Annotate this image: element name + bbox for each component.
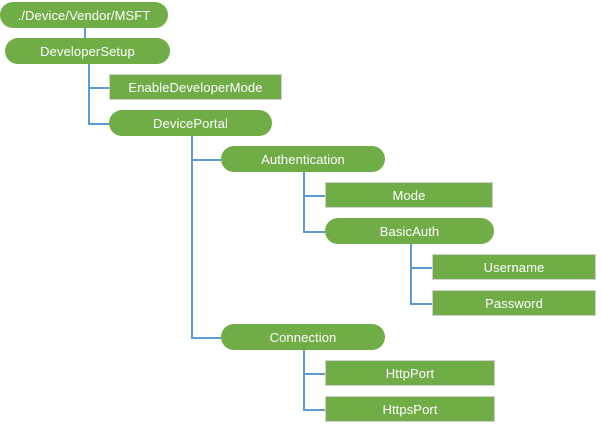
tree-node-label: BasicAuth xyxy=(379,223,440,239)
tree-node-httpport[interactable]: HttpPort xyxy=(325,360,495,386)
tree-node-label: Authentication xyxy=(261,151,345,167)
tree-node-root[interactable]: ./Device/Vendor/MSFT xyxy=(0,2,168,28)
tree-node-label: Connection xyxy=(269,329,337,345)
tree-node-deviceportal[interactable]: DevicePortal xyxy=(109,110,272,136)
connector-v-connection-to-httpsport xyxy=(303,350,305,409)
tree-node-label: ./Device/Vendor/MSFT xyxy=(17,7,151,23)
tree-node-basicauth[interactable]: BasicAuth xyxy=(325,218,494,244)
connector-v-basicauth-to-password xyxy=(410,244,412,303)
connector-h-deviceportal-to-authentication xyxy=(191,159,221,161)
tree-node-label: HttpPort xyxy=(385,365,435,381)
connector-h-connection-to-httpsport xyxy=(303,409,325,411)
tree-node-developersetup[interactable]: DeveloperSetup xyxy=(5,38,170,64)
connector-h-authentication-to-basicauth xyxy=(303,231,325,233)
tree-node-enabledevelopermode[interactable]: EnableDeveloperMode xyxy=(109,74,282,100)
tree-node-httpsport[interactable]: HttpsPort xyxy=(325,396,495,422)
connector-v-developersetup-to-deviceportal xyxy=(88,64,90,123)
connector-h-developersetup-to-deviceportal xyxy=(88,123,109,125)
tree-node-username[interactable]: Username xyxy=(432,254,596,280)
tree-node-label: HttpsPort xyxy=(382,401,438,417)
tree-node-label: Username xyxy=(483,259,545,275)
tree-node-label: DeveloperSetup xyxy=(40,43,135,59)
connector-h-deviceportal-to-connection xyxy=(191,337,221,339)
connector-h-basicauth-to-password xyxy=(410,303,432,305)
connector-h-connection-to-httpport xyxy=(303,373,325,375)
tree-node-label: Mode xyxy=(392,187,426,203)
connector-h-basicauth-to-username xyxy=(410,267,432,269)
connector-v-deviceportal-to-connection xyxy=(191,136,193,337)
connector-h-authentication-to-mode xyxy=(303,195,325,197)
tree-node-label: EnableDeveloperMode xyxy=(128,79,263,95)
tree-node-connection[interactable]: Connection xyxy=(221,324,385,350)
tree-node-authentication[interactable]: Authentication xyxy=(221,146,385,172)
tree-node-label: Password xyxy=(485,295,543,311)
tree-node-mode[interactable]: Mode xyxy=(325,182,493,208)
connector-h-developersetup-to-enabledevelopermode xyxy=(88,87,109,89)
connector-v-authentication-to-basicauth xyxy=(303,172,305,231)
tree-node-label: DevicePortal xyxy=(153,115,228,131)
tree-node-password[interactable]: Password xyxy=(432,290,596,316)
